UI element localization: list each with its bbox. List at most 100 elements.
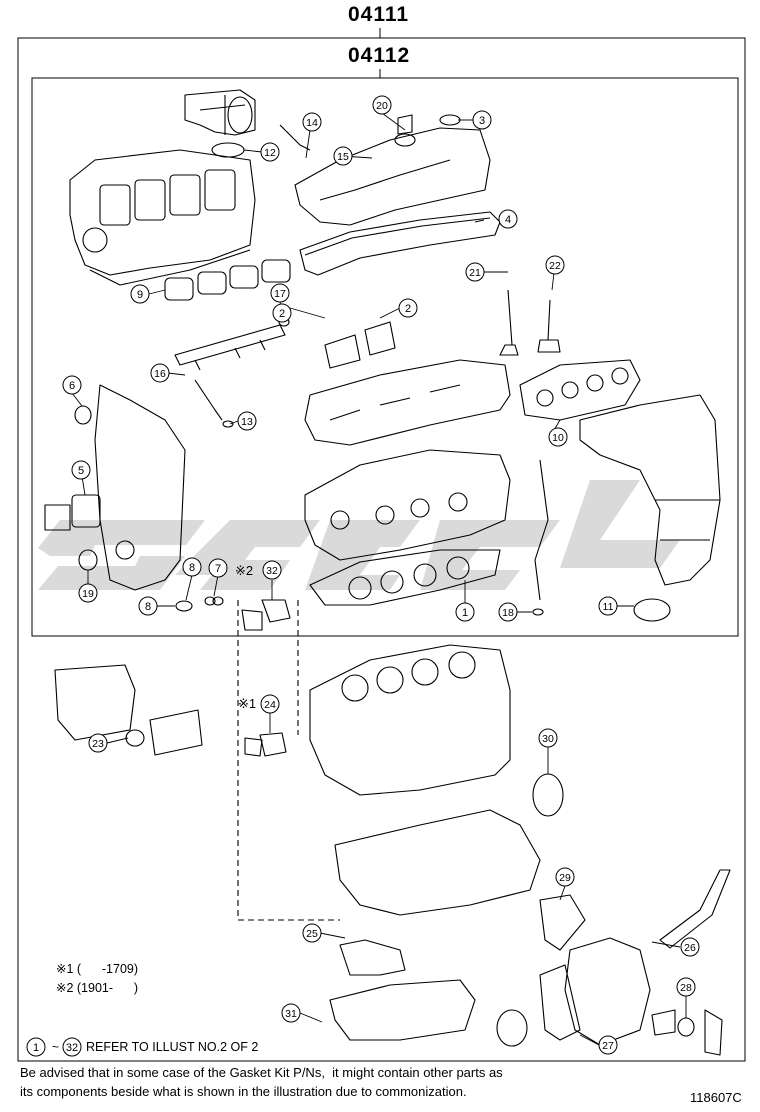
callout-number: 6 [69,380,75,392]
callout-number: 2 [405,303,411,315]
legend-line-1: ※1 ( -1709) [56,962,139,976]
callout-number: 11 [603,601,614,613]
callout-circle [538,728,558,748]
callout-circle [71,460,91,480]
watermark-logo [38,480,680,590]
callout-number: 7 [215,563,221,575]
callout-21: 21 [465,262,485,282]
callout-28: 28 [676,977,696,997]
callout-number: 10 [552,432,564,444]
callout-20: 20 [372,95,392,115]
callout-circle [138,596,158,616]
callout-number: 20 [376,100,388,112]
callout-circle [372,95,392,115]
callout-circle [555,867,575,887]
callout-number: 5 [78,465,84,477]
callout-circle [281,1003,301,1023]
callout-11: 11 [598,596,618,616]
callout-circle [676,977,696,997]
callout-circle [598,1035,618,1055]
frames [17,28,746,1062]
callout-5: 5 [71,460,91,480]
callout-number: 28 [680,982,692,994]
callout-number: 32 [266,565,278,577]
callout-26: 26 [680,937,700,957]
callout-6: 6 [62,375,82,395]
callout-number: 26 [684,942,696,954]
refer-start-number: 1 [33,1042,39,1054]
callout-circle [270,283,290,303]
callout-layer: 1223456788910111213141516171819202122232… [62,95,700,1055]
callout-number: 3 [479,115,485,127]
callout-number: 18 [502,607,514,619]
callout-16: 16 [150,363,170,383]
callout-circle [78,583,98,603]
callout-number: 21 [469,267,481,279]
callout-number: 29 [559,872,571,884]
callout-27: 27 [598,1035,618,1055]
callout-30: 30 [538,728,558,748]
outer-part-number: 04111 [348,3,410,26]
inner-frame-04112 [31,77,739,637]
callout-number: 12 [264,147,276,159]
callout-29: 29 [555,867,575,887]
callout-15: 15 [333,146,353,166]
callout-circle [498,209,518,229]
callout-number: 13 [241,416,253,428]
callout-32: 32 [262,560,282,580]
callout-circle [88,733,108,753]
callout-circle [333,146,353,166]
callout-number: 27 [602,1040,614,1052]
leader-lines [71,112,687,1046]
footer-note-line-2: its components beside what is shown in t… [20,1084,467,1099]
callout-number: 4 [505,214,511,226]
mark-2-label: ※2 [235,563,253,578]
callout-circle [498,602,518,622]
callout-circle [208,558,228,578]
callout-circle [260,142,280,162]
callout-number: 9 [137,289,143,301]
callout-circle [680,937,700,957]
callout-circle [398,298,418,318]
callout-number: 16 [154,368,166,380]
inner-part-number: 04112 [348,44,411,67]
callout-circle [465,262,485,282]
refer-note-symbols: 1 ~ 32 [26,1037,82,1057]
mark-1-label: ※1 [238,696,256,711]
callout-13: 13 [237,411,257,431]
callout-9: 9 [130,284,150,304]
callout-number: 1 [462,607,468,619]
callout-number: 22 [549,260,561,272]
callout-14: 14 [302,112,322,132]
callout-circle [455,602,475,622]
callout-22: 22 [545,255,565,275]
callout-number: 30 [542,733,554,745]
callout-8: 8 [138,596,158,616]
callout-number: 17 [274,288,286,300]
callout-4: 4 [498,209,518,229]
callout-circle [262,560,282,580]
footer-note-line-1: Be advised that in some case of the Gask… [20,1065,503,1080]
callout-18: 18 [498,602,518,622]
callout-circle [182,557,202,577]
callout-7: 7 [208,558,228,578]
callout-23: 23 [88,733,108,753]
callout-number: 19 [82,588,94,600]
callout-circle [545,255,565,275]
callout-number: 23 [92,738,104,750]
callout-circle [150,363,170,383]
callout-2: 2 [398,298,418,318]
callout-10: 10 [548,427,568,447]
callout-circle [302,923,322,943]
outer-frame-04111 [17,37,746,1062]
legend-line-2: ※2 (1901- ) [56,981,139,995]
callout-number: 25 [306,928,318,940]
callout-number: 24 [264,699,276,711]
callout-number: 15 [337,151,349,163]
callout-12: 12 [260,142,280,162]
callout-31: 31 [281,1003,301,1023]
callout-circle [130,284,150,304]
refer-end-number: 32 [66,1042,78,1054]
callout-circle [237,411,257,431]
